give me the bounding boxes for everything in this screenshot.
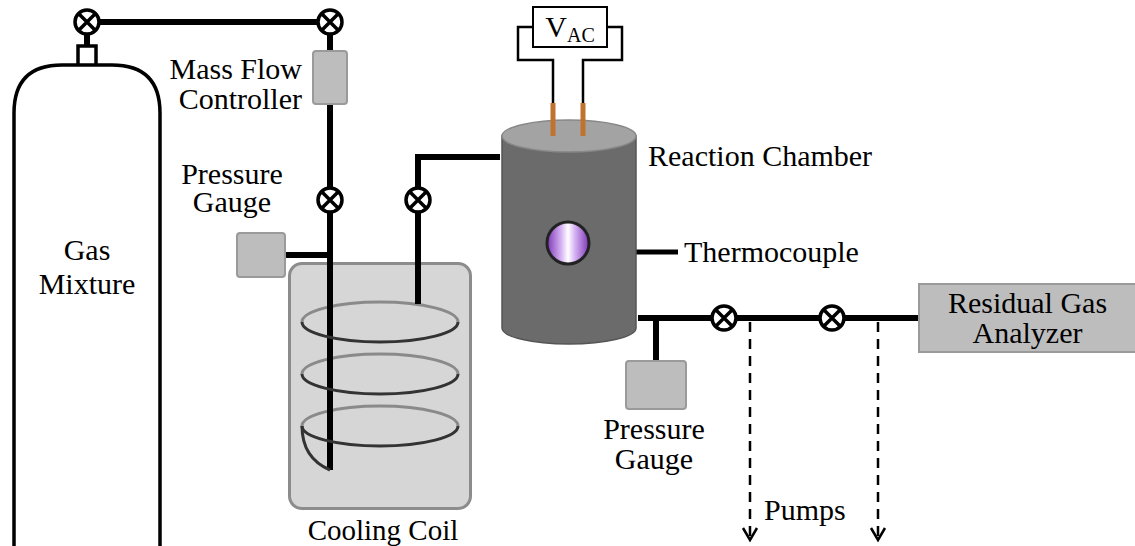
gas-line bbox=[286, 105, 330, 255]
component-label: Reaction Chamber bbox=[648, 140, 968, 172]
gas-line bbox=[327, 105, 333, 262]
pump-arrow bbox=[743, 322, 885, 540]
voltage-subscript: AC bbox=[567, 25, 595, 45]
component-label: Mass Flow Controller bbox=[132, 54, 302, 114]
component-label: Gas Mixture bbox=[22, 233, 152, 301]
voltage-symbol: V bbox=[545, 12, 567, 42]
gas-line bbox=[418, 157, 500, 262]
coil-drawing bbox=[288, 262, 472, 510]
cooling-coil: Cooling Coil bbox=[288, 262, 472, 510]
component-label: Cooling Coil bbox=[271, 515, 495, 545]
pressure-gauge: Pressure Gauge bbox=[625, 360, 687, 410]
pressure-gauge: Pressure Gauge bbox=[236, 232, 286, 278]
component-label: Pressure Gauge bbox=[579, 414, 729, 474]
thermocouple-probe bbox=[636, 250, 678, 255]
gas-line bbox=[638, 318, 656, 360]
gas-cylinder: Gas Mixture bbox=[12, 45, 162, 546]
gas-line bbox=[638, 315, 918, 321]
pump-label: Pumps bbox=[764, 494, 846, 526]
mass-flow-controller: Mass Flow Controller bbox=[312, 50, 348, 105]
reaction-chamber: Reaction Chamber bbox=[500, 118, 638, 346]
chamber-drawing bbox=[500, 118, 638, 346]
instrument-label: Residual Gas Analyzer bbox=[928, 288, 1128, 348]
probe-label: Thermocouple bbox=[684, 236, 859, 268]
component-label: Pressure Gauge bbox=[167, 160, 297, 216]
gas-line bbox=[87, 22, 330, 50]
residual-gas-analyzer: Residual Gas Analyzer bbox=[918, 283, 1135, 353]
voltage-source: VAC bbox=[532, 6, 608, 48]
